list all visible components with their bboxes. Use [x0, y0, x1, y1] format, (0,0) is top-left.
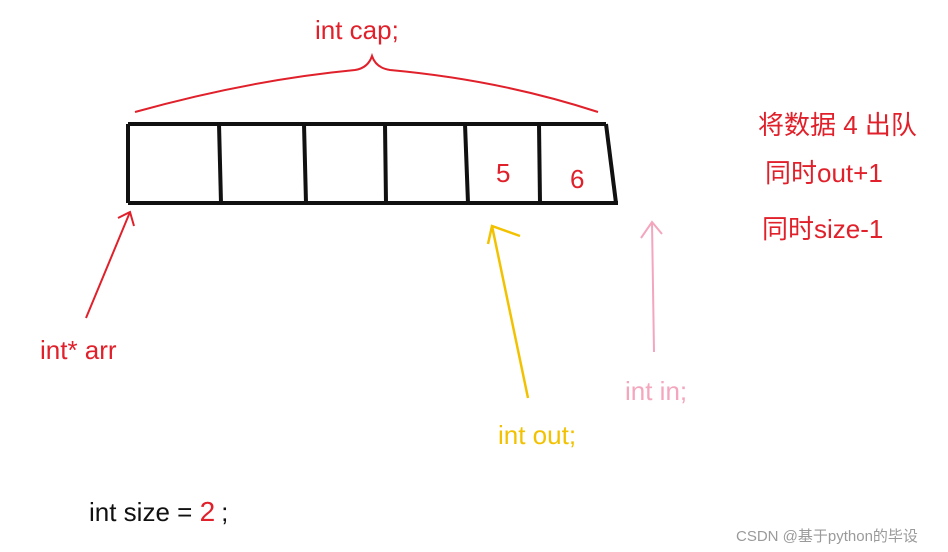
out-arrow [486, 224, 530, 399]
note-size-decrement: 同时size-1 [762, 214, 884, 244]
cell-value: 6 [570, 164, 585, 194]
size-label: int size = 2; [89, 498, 228, 526]
size-value: 2 [199, 496, 216, 527]
cell-divider [383, 123, 388, 204]
in-arrow [640, 220, 663, 353]
array-box [126, 122, 618, 205]
note-dequeue: 将数据 4 出队 [758, 110, 917, 140]
size-suffix: ; [221, 497, 229, 527]
cell-divider [463, 123, 470, 204]
arr-label: int* arr [40, 335, 117, 365]
cell-divider [217, 123, 223, 204]
out-label: int out; [498, 420, 577, 450]
watermark: CSDN @基于python的毕设 [736, 528, 918, 545]
arr-arrow [85, 210, 135, 319]
capacity-brace [134, 52, 599, 113]
cell-divider [537, 123, 542, 204]
cell-value: 5 [496, 158, 511, 188]
cell-divider [302, 123, 308, 204]
capacity-label: int cap; [315, 15, 399, 45]
in-label: int in; [625, 376, 688, 406]
array-right-edge [604, 123, 618, 204]
size-prefix: int size = [89, 497, 200, 527]
note-out-increment: 同时out+1 [765, 158, 883, 188]
